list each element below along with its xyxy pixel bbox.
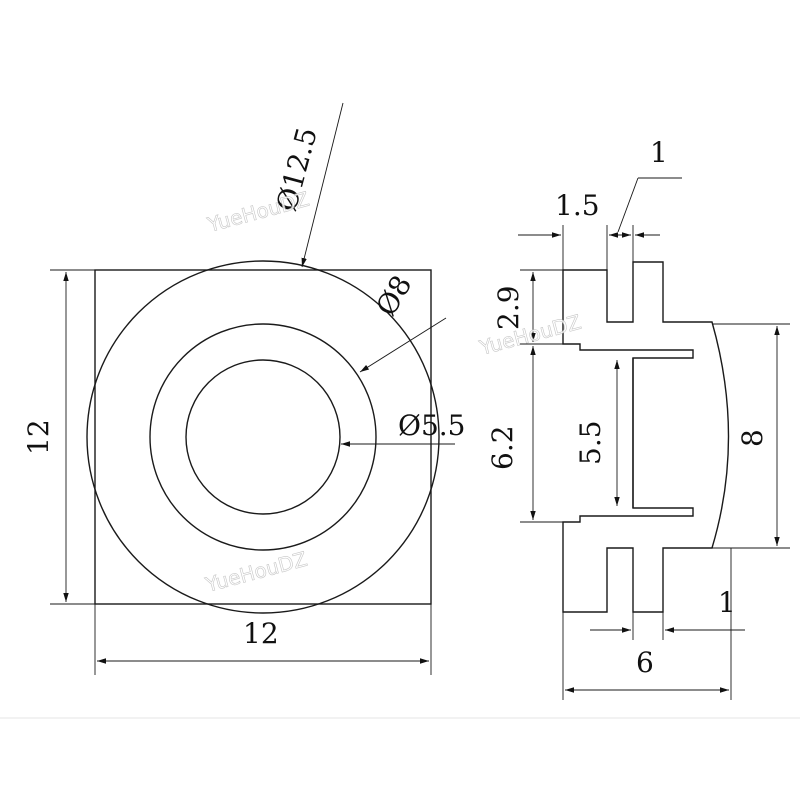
width-label: 12 bbox=[243, 617, 279, 650]
diam-middle-leader bbox=[359, 317, 447, 373]
top-thickness-leader bbox=[617, 177, 639, 233]
flange-label: 2.9 bbox=[492, 285, 525, 330]
top-thickness-label: 1 bbox=[650, 136, 668, 169]
front-view: Ø12.5 Ø8 Ø5.5 12 12 bbox=[22, 102, 465, 675]
side-view: 1.5 1 2.9 6.2 5.5 8 1 6 bbox=[486, 136, 790, 700]
section-solid bbox=[562, 261, 730, 613]
middle-circle bbox=[149, 323, 377, 551]
height-label: 12 bbox=[22, 419, 55, 455]
top-gap-label: 1.5 bbox=[555, 189, 600, 222]
diam-middle-label: Ø8 bbox=[369, 270, 418, 322]
inner-circle bbox=[185, 359, 341, 515]
bottom-thickness-label: 1 bbox=[718, 586, 736, 619]
diam-inner-label: Ø5.5 bbox=[398, 409, 465, 442]
body-label: 6.2 bbox=[486, 425, 519, 470]
watermark-1: YueHouDZ bbox=[204, 187, 312, 237]
outer-circle bbox=[86, 260, 440, 614]
diam-outer-leader bbox=[301, 102, 344, 268]
depth-label: 6 bbox=[636, 646, 654, 679]
front-square-outline bbox=[94, 269, 432, 605]
watermark-3: YueHouDZ bbox=[202, 547, 310, 597]
dome-label: 8 bbox=[736, 429, 769, 447]
bore-label: 5.5 bbox=[574, 420, 607, 465]
